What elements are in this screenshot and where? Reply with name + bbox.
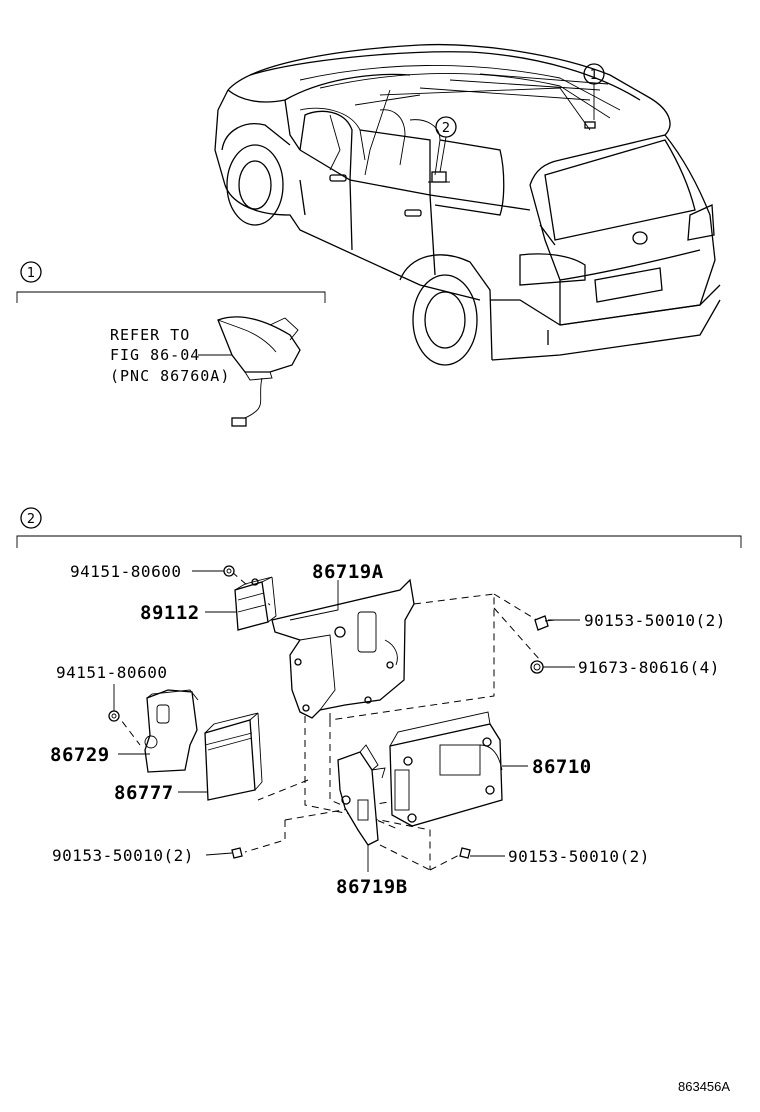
label-91673: 91673-80616(4) [578,658,720,677]
label-86719b: 86719B [336,876,408,898]
vehicle-illustration [214,43,721,366]
nut-94151-mid [108,710,120,722]
module-86777 [204,712,263,801]
bolt-90153-right-bottom [459,847,471,859]
svg-text:2: 2 [442,121,450,136]
module-89112 [234,576,277,631]
nut-94151-top [223,565,235,577]
ecu-86710 [389,711,503,827]
section-2-header: 2 [16,507,742,548]
bracket-86719a [271,578,415,719]
svg-text:REFER TO: REFER TO [110,326,190,344]
bolt-91673 [530,660,544,674]
part-labels: 94151-80600 86719A 89112 90153-50010(2) … [50,561,726,898]
bracket-86729 [144,689,199,773]
label-86710: 86710 [532,756,592,778]
callout-1-vehicle: 1 [583,63,605,120]
label-94151-top: 94151-80600 [70,562,181,581]
label-86719a: 86719A [312,561,384,583]
svg-text:1: 1 [27,266,35,281]
label-94151-mid: 94151-80600 [56,663,167,682]
label-90153-right-top: 90153-50010(2) [584,611,726,630]
label-90153-right-bottom: 90153-50010(2) [508,847,650,866]
bracket-86719b [337,744,386,846]
svg-text:2: 2 [27,512,35,527]
bolt-90153-left [231,847,243,859]
roof-antenna-part [217,316,301,427]
svg-text:1: 1 [590,68,598,83]
callout-2-vehicle: 2 [435,116,457,173]
svg-text:FIG 86-04: FIG 86-04 [110,346,200,364]
label-86729: 86729 [50,744,110,766]
leader-lines [113,570,580,872]
figure-code: 863456A [678,1079,730,1094]
refer-note: REFER TO FIG 86-04 (PNC 86760A) [110,326,232,385]
label-86777: 86777 [114,782,174,804]
svg-text:(PNC 86760A): (PNC 86760A) [110,367,230,385]
label-89112: 89112 [140,602,200,624]
bolt-90153-right-top [534,615,556,631]
label-90153-left: 90153-50010(2) [52,846,194,865]
section-1-header: 1 [16,261,326,303]
